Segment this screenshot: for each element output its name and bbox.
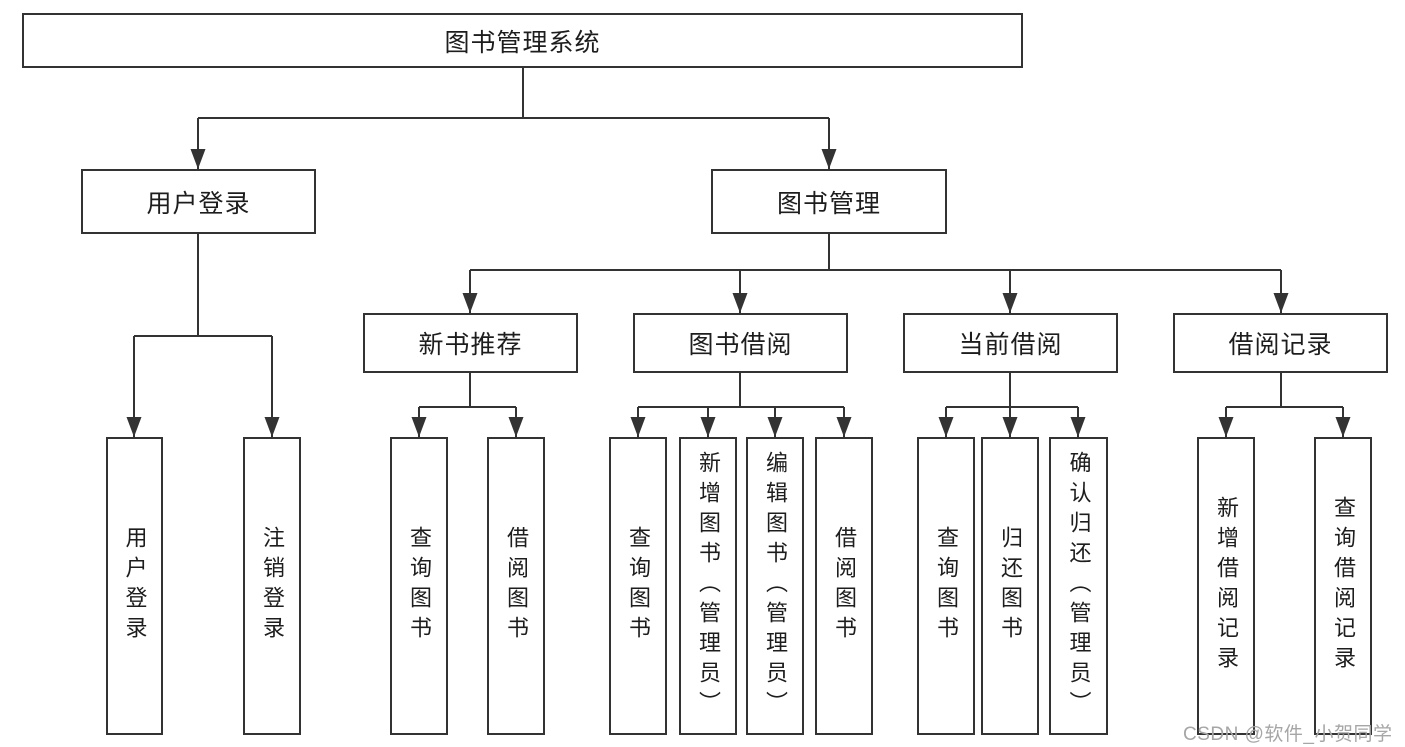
leaf-borrow-books-borrowing: 借阅图书 xyxy=(815,437,873,735)
leaf-label: 借阅图书 xyxy=(504,526,529,646)
leaf-logout: 注销登录 xyxy=(243,437,301,735)
leaf-label: 借阅图书 xyxy=(832,526,857,646)
leaf-label: 用户登录 xyxy=(122,526,148,646)
leaf-label: 编辑图书（管理员） xyxy=(763,451,788,721)
leaf-query-books-borrowing: 查询图书 xyxy=(609,437,667,735)
leaf-query-borrow-record: 查询借阅记录 xyxy=(1314,437,1372,735)
leaf-label: 查询图书 xyxy=(407,526,432,646)
leaf-add-borrow-record: 新增借阅记录 xyxy=(1197,437,1255,735)
leaf-label: 查询借阅记录 xyxy=(1331,496,1356,676)
csdn-watermark: CSDN @软件_小贺同学 xyxy=(1183,724,1393,745)
node-user-login: 用户登录 xyxy=(81,169,316,234)
leaf-label: 查询图书 xyxy=(934,526,959,646)
leaf-borrow-books-recommend: 借阅图书 xyxy=(487,437,545,735)
leaf-label: 归还图书 xyxy=(998,526,1023,646)
node-new-book-recommendation: 新书推荐 xyxy=(363,313,578,373)
node-book-management: 图书管理 xyxy=(711,169,947,234)
leaf-query-books-current: 查询图书 xyxy=(917,437,975,735)
leaf-query-books-recommend: 查询图书 xyxy=(390,437,448,735)
leaf-label: 查询图书 xyxy=(626,526,651,646)
node-borrowing-records: 借阅记录 xyxy=(1173,313,1388,373)
leaf-user-login: 用户登录 xyxy=(106,437,163,735)
leaf-label: 新增借阅记录 xyxy=(1214,496,1239,676)
leaf-return-book: 归还图书 xyxy=(981,437,1039,735)
node-book-borrowing: 图书借阅 xyxy=(633,313,848,373)
leaf-confirm-return-admin: 确认归还（管理员） xyxy=(1049,437,1108,735)
leaf-label: 新增图书（管理员） xyxy=(696,451,721,721)
leaf-label: 确认归还（管理员） xyxy=(1066,451,1092,721)
node-library-system: 图书管理系统 xyxy=(22,13,1023,68)
leaf-add-book-admin: 新增图书（管理员） xyxy=(679,437,737,735)
leaf-label: 注销登录 xyxy=(260,526,285,646)
node-current-borrowing: 当前借阅 xyxy=(903,313,1118,373)
leaf-edit-book-admin: 编辑图书（管理员） xyxy=(746,437,804,735)
